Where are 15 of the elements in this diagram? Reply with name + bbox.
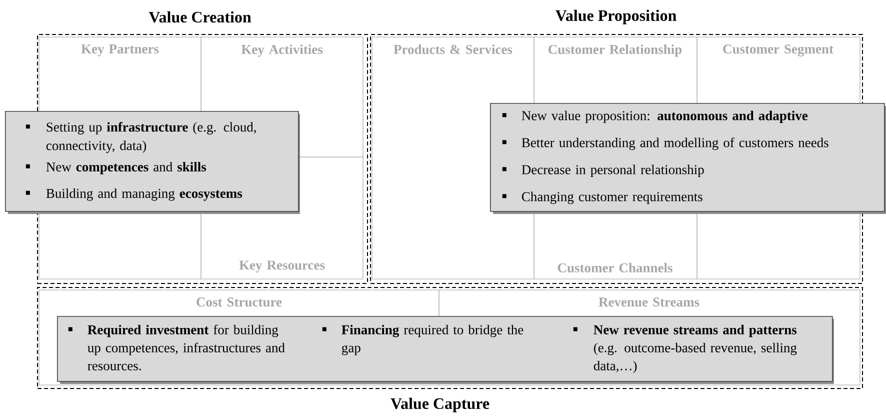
section-heading: Cost Structure — [196, 298, 282, 307]
section-heading: Products & Services — [394, 44, 512, 54]
group-title: Value Capture — [390, 398, 490, 412]
section-heading: Customer Relationship — [548, 44, 682, 57]
group-title: Value Creation — [148, 11, 252, 23]
section-heading: Revenue Streams — [598, 298, 700, 307]
group-title: Value Proposition — [556, 10, 676, 24]
section-heading: Key Activities — [241, 44, 323, 57]
section-heading: Key Partners — [81, 44, 159, 56]
bullet-box: New value proposition: autonomous and adaptive Better understanding and modelling of customers needs Decrease in personal relationship Changing customer requirements — [490, 103, 886, 214]
bullet-box: Setting up infrastructure (e.g. cloud, connectivity, data) New competences and skills Building and managing ecosystems — [5, 111, 300, 214]
section-heading: Customer Segment — [723, 44, 834, 56]
section-heading: Customer Channels — [558, 262, 672, 272]
section-heading: Key Resources — [239, 260, 325, 272]
bullet-box: Required investment for building up competences, infrastructures and resources. Financing required to bridge the gap New revenue streams and patterns (e.g. outcome-based revenue, selling data,…) — [57, 316, 834, 384]
